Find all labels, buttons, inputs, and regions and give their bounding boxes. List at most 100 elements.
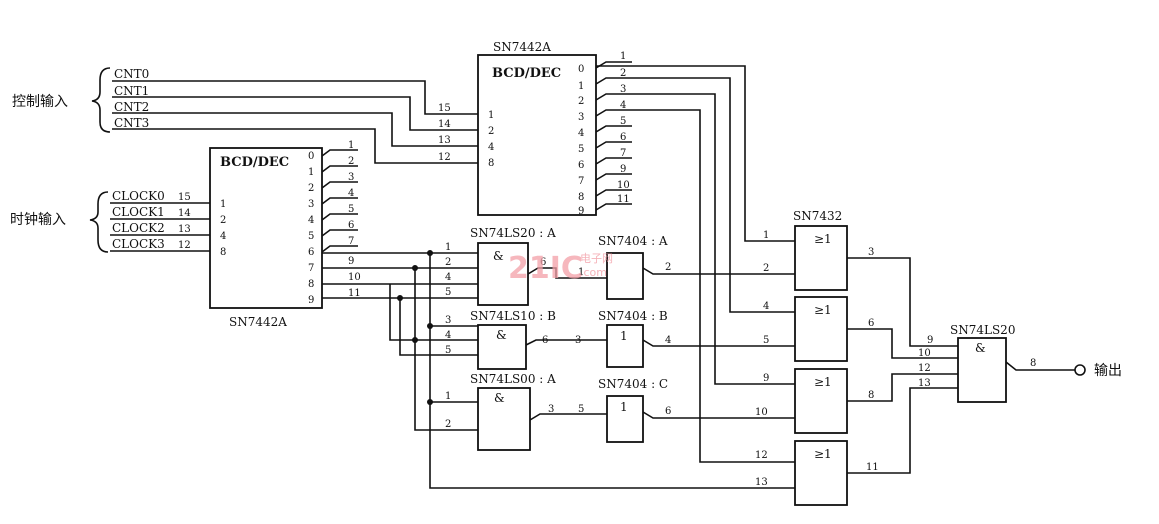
svg-text:8: 8: [308, 279, 314, 290]
svg-text:10: 10: [755, 407, 768, 418]
svg-text:12: 12: [755, 450, 768, 461]
svg-text:电子网: 电子网: [580, 252, 613, 265]
svg-text:4: 4: [348, 188, 354, 199]
svg-text:4: 4: [445, 272, 451, 283]
svg-text:10: 10: [918, 348, 931, 359]
dec-left-func: BCD/DEC: [220, 155, 289, 170]
svg-text:10: 10: [348, 272, 361, 283]
svg-text:10: 10: [617, 180, 630, 191]
control-brace: [91, 67, 111, 133]
svg-text:2: 2: [308, 183, 314, 194]
wire-cnt3: [112, 128, 478, 164]
svg-text:6: 6: [540, 257, 546, 268]
nand2-a-box: [477, 387, 531, 451]
svg-text:13: 13: [918, 378, 931, 389]
svg-text:8: 8: [1030, 358, 1036, 369]
svg-text:9: 9: [308, 295, 314, 306]
svg-text:3: 3: [575, 335, 581, 346]
svg-text:≥1: ≥1: [814, 447, 832, 461]
svg-text:1: 1: [445, 391, 451, 402]
svg-text:1: 1: [445, 242, 451, 253]
svg-text:2: 2: [220, 215, 226, 226]
svg-text:7: 7: [620, 148, 626, 159]
svg-text:2: 2: [763, 263, 769, 274]
inv-c-label: SN7404 : C: [598, 377, 668, 391]
dec-left-name: SN7442A: [229, 315, 287, 329]
svg-text:2: 2: [348, 156, 354, 167]
nand-out-label: SN74LS20: [950, 323, 1015, 337]
cnt0-label: CNT0: [114, 67, 149, 81]
svg-text:7: 7: [348, 236, 354, 247]
svg-text:3: 3: [548, 404, 554, 415]
svg-text:6: 6: [308, 247, 314, 258]
svg-text:21IC: 21IC: [508, 251, 583, 286]
svg-text:11: 11: [866, 462, 879, 473]
svg-text:1: 1: [220, 199, 226, 210]
svg-text:8: 8: [578, 192, 584, 203]
svg-text:5: 5: [445, 345, 451, 356]
cnt1-label: CNT1: [114, 84, 149, 98]
svg-text:9: 9: [348, 256, 354, 267]
svg-text:1: 1: [620, 329, 628, 343]
svg-text:9: 9: [763, 373, 769, 384]
svg-text:5: 5: [445, 287, 451, 298]
inv-b-label: SN7404 : B: [598, 309, 668, 323]
or-gate-3: [794, 368, 848, 434]
svg-text:7: 7: [308, 263, 314, 274]
nand4-a-label: SN74LS20 : A: [470, 226, 556, 240]
svg-text:2: 2: [665, 262, 671, 273]
nand4-a-box: [477, 242, 529, 306]
svg-text:5: 5: [578, 404, 584, 415]
svg-text:≥1: ≥1: [814, 375, 832, 389]
svg-text:13: 13: [178, 224, 191, 235]
svg-text:1: 1: [578, 267, 584, 278]
dec-left-box: [209, 147, 323, 309]
svg-text:11: 11: [617, 194, 630, 205]
svg-text:2: 2: [445, 419, 451, 430]
dec-top-func: BCD/DEC: [492, 66, 561, 81]
clock1-label: CLOCK1: [112, 205, 165, 219]
watermark-logo: 21IC 电子网 .com: [508, 251, 613, 286]
clock-brace: [89, 191, 109, 253]
clock3-label: CLOCK3: [112, 237, 165, 251]
inv-c-box: [606, 395, 644, 443]
svg-text:5: 5: [348, 204, 354, 215]
svg-text:5: 5: [578, 144, 584, 155]
svg-text:4: 4: [445, 330, 451, 341]
svg-text:1: 1: [620, 400, 628, 414]
dec-left-outputs: 01 23 45 67 89: [308, 151, 314, 306]
svg-text:2: 2: [445, 257, 451, 268]
svg-text:1: 1: [308, 167, 314, 178]
svg-text:3: 3: [445, 315, 451, 326]
svg-text:8: 8: [868, 390, 874, 401]
wire-cnt2: [112, 112, 478, 147]
dec-top-name: SN7442A: [493, 40, 551, 54]
inv-a-label: SN7404 : A: [598, 234, 668, 248]
svg-text:6: 6: [578, 160, 584, 171]
svg-text:8: 8: [488, 158, 494, 169]
svg-text:4: 4: [578, 128, 584, 139]
svg-text:.com: .com: [580, 266, 607, 279]
svg-text:4: 4: [665, 335, 671, 346]
svg-text:12: 12: [438, 152, 451, 163]
svg-text:14: 14: [438, 119, 451, 130]
or-gate-1: [794, 225, 848, 291]
svg-text:6: 6: [868, 318, 874, 329]
svg-text:5: 5: [308, 231, 314, 242]
svg-text:4: 4: [308, 215, 314, 226]
nand3-b-label: SN74LS10 : B: [470, 309, 556, 323]
svg-text:6: 6: [348, 220, 354, 231]
svg-text:&: &: [496, 328, 507, 342]
svg-text:0: 0: [578, 64, 584, 75]
svg-text:4: 4: [488, 142, 494, 153]
clock-input-label: 时钟输入: [10, 211, 66, 228]
svg-text:13: 13: [755, 477, 768, 488]
control-input-label: 控制输入: [12, 94, 68, 110]
svg-text:9: 9: [620, 164, 626, 175]
wire-cnt1: [112, 96, 478, 131]
nand-out-box: [957, 337, 1007, 403]
svg-text:11: 11: [348, 288, 361, 299]
svg-text:3: 3: [868, 247, 874, 258]
clock2-label: CLOCK2: [112, 221, 165, 235]
